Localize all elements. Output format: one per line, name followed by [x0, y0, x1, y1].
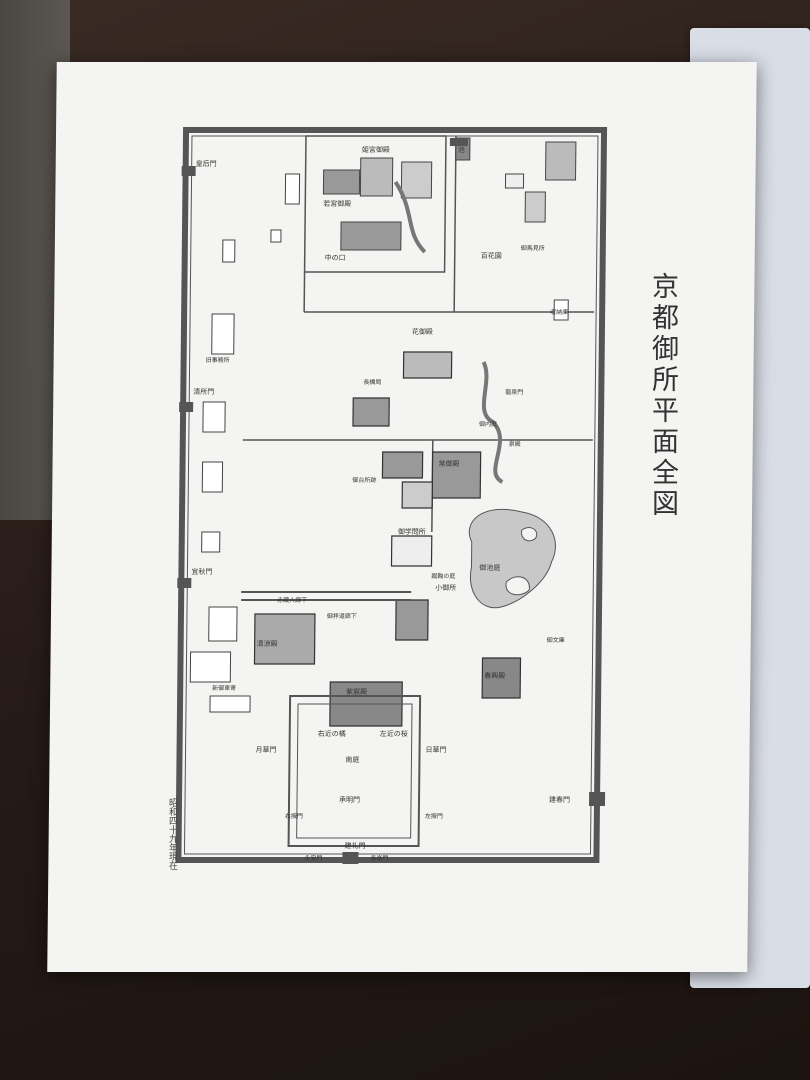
label-seiryoden: 清涼殿 — [257, 639, 278, 648]
label-oku-karen: 長橋局 — [363, 378, 381, 386]
document-page: 皇后門 清所門 宜秋門 建春門 建礼門 紫宸殿 清涼殿 小御所 常御殿 御学問所… — [47, 62, 757, 972]
palace-floor-plan: 皇后門 清所門 宜秋門 建春門 建礼門 紫宸殿 清涼殿 小御所 常御殿 御学問所… — [175, 127, 608, 864]
label-shingo: 新御車寄 — [212, 684, 236, 692]
label-gotaidokoro: 御台所跡 — [352, 476, 376, 484]
label-choraku-mon: 長楽門 — [370, 854, 388, 862]
label-nantei: 南庭 — [345, 755, 359, 764]
label-eian-mon: 永安門 — [304, 854, 322, 862]
label-shunkoden: 春興殿 — [484, 671, 505, 680]
western-buildings — [189, 313, 251, 713]
label-hanagoten: 花御殿 — [412, 327, 433, 336]
label-uyoku: 右掖門 — [285, 812, 303, 820]
northern-buildings — [222, 137, 577, 321]
label-kougou-mon: 皇后門 — [196, 159, 217, 168]
label-wakamiya-goten: 若宮御殿 — [323, 199, 351, 208]
label-ukon-tachibana: 右近の橘 — [318, 729, 346, 738]
label-bunko: 御文庫 — [547, 636, 565, 644]
label-akaikura: 赤蔵人廊下 — [277, 596, 307, 604]
label-ike: 池 — [458, 145, 465, 154]
label-gohaisho: 御拝道廊下 — [327, 612, 357, 620]
label-gekka-mon: 月華門 — [256, 745, 277, 754]
label-kenshun-mon: 建春門 — [549, 795, 570, 804]
label-shishinden: 紫宸殿 — [346, 687, 367, 696]
label-gomizuno: 御馬見所 — [521, 244, 545, 252]
label-kogosho: 小御所 — [435, 583, 456, 592]
date-note: 昭和四十九年現在 — [167, 798, 177, 870]
corridors — [241, 591, 422, 847]
pond-garden — [393, 180, 556, 609]
label-himemiya-goten: 姫宮御殿 — [362, 145, 390, 154]
label-izumiden: 泉殿 — [509, 440, 521, 448]
label-kenrei-mon: 建礼門 — [345, 841, 366, 850]
label-kyuushitsu: 旧事務所 — [206, 356, 230, 364]
label-sakon-sakura: 左近の桜 — [380, 729, 408, 738]
label-okiba: 収納庫 — [550, 308, 568, 316]
label-sakoku: 左掖門 — [425, 812, 443, 820]
label-otsunegoten: 常御殿 — [439, 459, 460, 468]
label-hyakka-en: 百花園 — [481, 251, 502, 260]
gates — [177, 138, 606, 864]
map-labels: 皇后門 清所門 宜秋門 建春門 建礼門 紫宸殿 清涼殿 小御所 常御殿 御学問所… — [191, 145, 570, 862]
document-title: 京都御所平面全図 — [647, 272, 678, 520]
label-oike-niwa: 御池庭 — [479, 563, 500, 572]
label-ryusen-mon: 龍泉門 — [505, 388, 523, 396]
label-sekumon: 宜秋門 — [191, 567, 212, 576]
label-nikka-mon: 日華門 — [426, 745, 447, 754]
label-kemari-niwa: 蹴鞠の庭 — [431, 572, 455, 580]
label-gogakumonjo: 御学問所 — [398, 527, 426, 536]
label-naka-no-kuchi: 中の口 — [325, 253, 346, 262]
label-jomeimon: 承明門 — [339, 795, 360, 804]
label-oninwa: 御内庭 — [479, 420, 497, 428]
label-seishomon: 清所門 — [193, 387, 214, 396]
